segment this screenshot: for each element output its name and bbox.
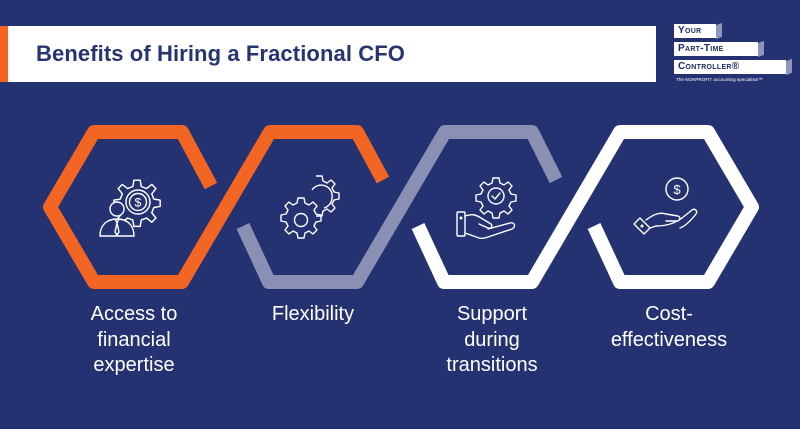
logo-tagline: The NONPROFIT accounting specialists™ [676,77,763,82]
title-accent-bar [0,26,8,82]
label-line: effectiveness [610,328,728,351]
label-line: during [464,328,520,351]
logo-line-1: Your [674,24,716,38]
title-banner: Benefits of Hiring a Fractional CFO [0,26,656,82]
gears-icon [280,175,340,239]
label-line: financial [97,328,171,351]
svg-text:$: $ [135,196,142,210]
benefit-label-flexibility: Flexibility [228,302,398,328]
logo-line-2: Part-Time [674,42,758,56]
benefit-label-support-during-transitions: Support during transitions [407,302,577,379]
hand-gear-check-icon [456,177,517,240]
label-line: Access to [90,303,178,325]
page-title: Benefits of Hiring a Fractional CFO [36,41,405,66]
benefit-label-access-to-financial-expertise: Access to financial expertise [49,302,219,379]
benefit-label-cost-effectiveness: Cost- effectiveness [584,302,754,353]
label-line: expertise [93,354,175,376]
svg-text:$: $ [673,182,681,197]
label-line: transitions [446,354,538,376]
gear-person-dollar-icon: $ [99,179,161,237]
logo-line-3: Controller® [674,60,786,74]
hex-stroke-gray [236,125,563,289]
company-logo: Your Part-Time Controller® The NONPROFIT… [674,22,800,84]
hand-coin-icon: $ [633,177,698,235]
hex-stroke-orange [43,125,390,289]
hex-stroke-white [411,125,759,289]
label-line: Flexibility [271,303,355,325]
label-line: Support [456,303,528,325]
label-line: Cost- [645,303,693,325]
